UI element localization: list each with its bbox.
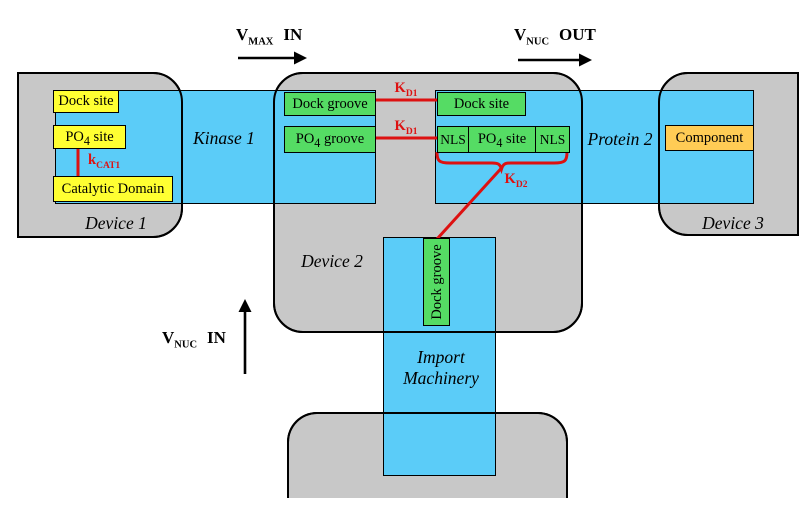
import-machinery-line1: Import bbox=[417, 347, 465, 367]
kd1-bottom-label: KD1 bbox=[394, 118, 418, 137]
kd2-label: KD2 bbox=[504, 171, 528, 190]
vmax-in-subscript: MAX bbox=[248, 36, 274, 48]
nls-right-box: NLS bbox=[535, 126, 570, 153]
kd2-symbol: K bbox=[504, 171, 516, 187]
vnuc-in-subscript: NUC bbox=[174, 339, 198, 351]
po4-groove-box: PO4 groove bbox=[284, 126, 376, 153]
vmax-in-direction: IN bbox=[283, 25, 303, 44]
device2-label: Device 2 bbox=[301, 251, 363, 271]
kcat1-label: kCAT1 bbox=[88, 152, 121, 171]
dock-site-1-label: Dock site bbox=[58, 93, 114, 110]
po4-site-1-box: PO4 site bbox=[53, 125, 126, 149]
vnuc-out-symbol: V bbox=[514, 25, 527, 44]
device2-outline bbox=[273, 72, 583, 333]
kd1-top-subscript: D1 bbox=[405, 88, 418, 99]
dock-groove-label: Dock groove bbox=[292, 95, 368, 112]
po4-site-2-post: site bbox=[502, 131, 527, 148]
po4-groove-pre: PO bbox=[295, 131, 315, 148]
vnuc-in-direction: IN bbox=[207, 328, 226, 347]
vnuc-in-arrowhead-icon bbox=[238, 299, 252, 312]
import-machinery-label: Import Machinery bbox=[403, 347, 479, 389]
po4-site-1-post: site bbox=[89, 128, 114, 145]
kd1-bottom-symbol: K bbox=[394, 118, 406, 134]
protein2-label: Protein 2 bbox=[587, 129, 653, 149]
vnuc-in-symbol: V bbox=[162, 328, 175, 347]
dock-groove-box: Dock groove bbox=[284, 92, 376, 116]
po4-site-1-sub: 4 bbox=[83, 133, 90, 148]
kd1-bottom-subscript: D1 bbox=[405, 126, 418, 137]
vnuc-out-arrowhead-icon bbox=[579, 53, 592, 67]
device3-label: Device 3 bbox=[702, 213, 764, 233]
dock-site-2-box: Dock site bbox=[437, 92, 526, 116]
vnuc-out-direction: OUT bbox=[559, 25, 596, 44]
vnuc-out-label: VNUC OUT bbox=[514, 25, 596, 48]
device3-outline bbox=[658, 72, 799, 236]
component-box: Component bbox=[665, 125, 754, 151]
vnuc-in-label: VNUC IN bbox=[162, 328, 226, 351]
device1-label: Device 1 bbox=[85, 213, 147, 233]
kinase1-label: Kinase 1 bbox=[193, 128, 255, 148]
catalytic-domain-box: Catalytic Domain bbox=[53, 176, 173, 202]
dock-groove-vertical-box: Dock groove bbox=[423, 238, 450, 326]
device4-outline bbox=[287, 412, 568, 498]
po4-groove-label: PO4 groove bbox=[295, 131, 365, 151]
component-label: Component bbox=[675, 129, 744, 146]
vmax-in-symbol: V bbox=[236, 25, 249, 44]
import-machinery-line2: Machinery bbox=[403, 368, 479, 388]
po4-groove-post: groove bbox=[320, 131, 365, 148]
kcat1-symbol: k bbox=[88, 152, 97, 168]
dock-site-2-label: Dock site bbox=[453, 95, 510, 112]
vnuc-out-subscript: NUC bbox=[526, 36, 550, 48]
device1-outline bbox=[17, 72, 183, 238]
dock-groove-vertical-label: Dock groove bbox=[428, 244, 445, 320]
nls-right-label: NLS bbox=[539, 131, 566, 147]
kd1-top-label: KD1 bbox=[394, 80, 418, 99]
po4-site-2-sub: 4 bbox=[496, 136, 503, 151]
po4-groove-sub: 4 bbox=[314, 136, 321, 151]
po4-site-1-label: PO4 site bbox=[65, 128, 114, 148]
po4-site-2-box: PO4 site bbox=[467, 126, 537, 153]
catalytic-domain-label: Catalytic Domain bbox=[61, 180, 165, 197]
vmax-in-arrowhead-icon bbox=[294, 51, 307, 65]
nls-left-box: NLS bbox=[437, 126, 469, 153]
po4-site-2-pre: PO bbox=[477, 131, 497, 148]
po4-site-2-label: PO4 site bbox=[477, 131, 527, 151]
dock-site-1-box: Dock site bbox=[53, 90, 119, 113]
po4-site-1-pre: PO bbox=[65, 128, 84, 145]
kd2-subscript: D2 bbox=[515, 179, 528, 190]
vmax-in-label: VMAX IN bbox=[236, 25, 303, 48]
kd1-top-symbol: K bbox=[394, 80, 406, 96]
kcat1-subscript: CAT1 bbox=[96, 160, 121, 171]
nls-left-label: NLS bbox=[440, 131, 466, 147]
